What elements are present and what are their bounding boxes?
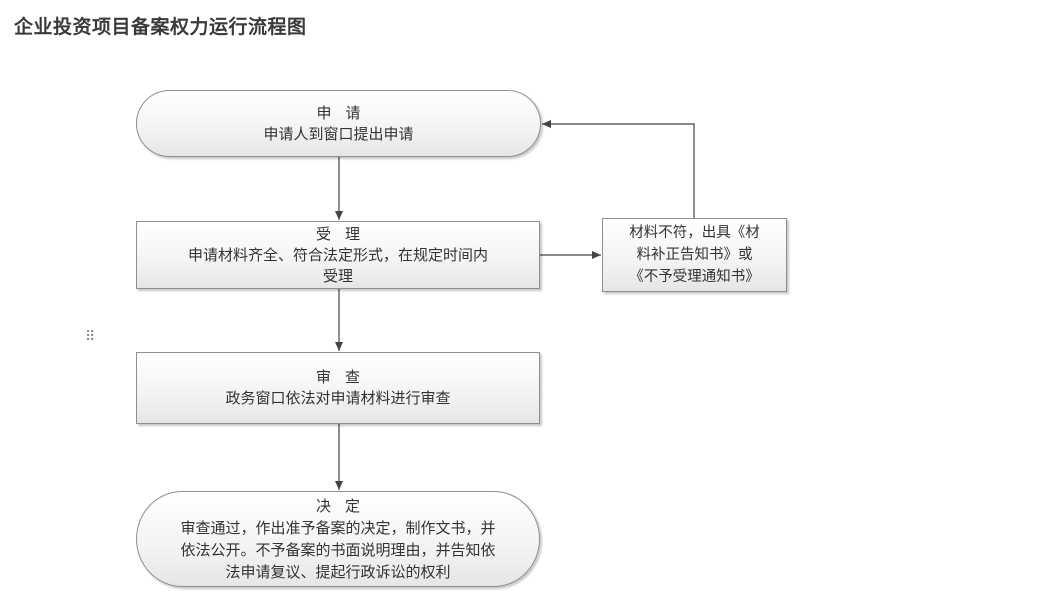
step-apply-box: 申请 申请人到窗口提出申请	[136, 90, 541, 157]
step-accept-text-line1: 申请材料齐全、符合法定形式，在规定时间内	[187, 245, 488, 264]
arrow-reject-to-apply	[542, 120, 695, 218]
step-decide-text-line3: 法申请复议、提起行政诉讼的权利	[225, 563, 451, 581]
step-accept-title: 受理	[315, 224, 374, 243]
step-review-title: 审查	[315, 368, 374, 386]
step-decide-title: 决定	[315, 497, 374, 515]
step-reject-text-line3: 《不予受理通知书》	[629, 269, 760, 285]
step-apply-title: 申请	[316, 103, 375, 122]
step-decide-text-line1: 审查通过，作出准予备案的决定，制作文书，并	[180, 519, 496, 537]
page-title: 企业投资项目备案权力运行流程图	[14, 16, 307, 38]
step-review-box: 审查 政务窗口依法对申请材料进行审查	[136, 352, 540, 424]
step-reject-text-line1: 材料不符，出具《材	[629, 225, 760, 241]
drag-handle-icon[interactable]: ⠿	[85, 329, 96, 345]
step-decide-box: 决定 审查通过，作出准予备案的决定，制作文书，并 依法公开。不予备案的书面说明理…	[136, 491, 540, 587]
step-apply-text: 申请人到窗口提出申请	[263, 124, 414, 143]
step-accept-box: 受理 申请材料齐全、符合法定形式，在规定时间内 受理	[136, 221, 540, 289]
step-reject-text-line2: 料补正告知书》或	[636, 247, 753, 263]
step-reject-box: 材料不符，出具《材 料补正告知书》或 《不予受理通知书》	[602, 218, 787, 292]
step-review-text: 政务窗口依法对申请材料进行审查	[225, 389, 451, 407]
step-accept-text-line2: 受理	[322, 266, 353, 285]
step-decide-text-line2: 依法公开。不予备案的书面说明理由，并告知依	[180, 541, 496, 559]
